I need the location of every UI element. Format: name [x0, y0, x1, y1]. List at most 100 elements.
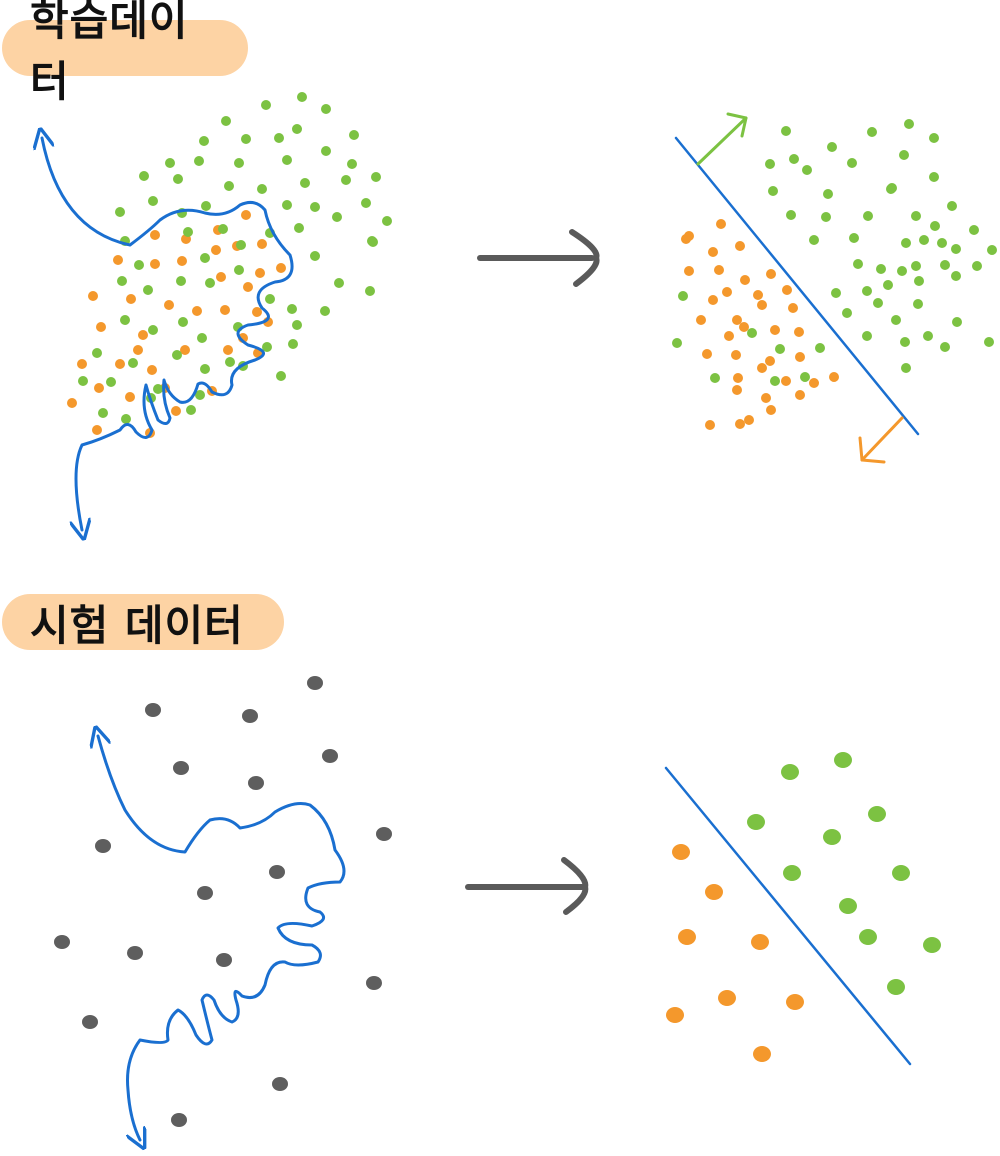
green-point — [225, 357, 235, 367]
green-point — [914, 276, 924, 286]
green-point — [876, 264, 886, 274]
green-point — [901, 238, 911, 248]
orange-point — [177, 256, 187, 266]
orange-point — [740, 275, 750, 285]
green-point — [821, 212, 831, 222]
green-point — [947, 201, 957, 211]
linear-boundary-line-test — [664, 766, 912, 1066]
green-point — [276, 371, 286, 381]
green-point — [128, 358, 138, 368]
green-point — [940, 342, 950, 352]
green-point — [951, 271, 961, 281]
green-point — [361, 198, 371, 208]
green-point — [987, 245, 997, 255]
orange-point — [220, 305, 230, 315]
green-point — [199, 136, 209, 146]
green-point — [120, 315, 130, 325]
gray-point — [272, 1077, 288, 1091]
test-linear-green-points — [747, 752, 941, 995]
green-point — [143, 285, 153, 295]
green-point — [849, 233, 859, 243]
orange-point — [794, 327, 804, 337]
orange-point — [94, 383, 104, 393]
green-point — [897, 266, 907, 276]
orange-point — [829, 372, 839, 382]
orange-point — [744, 415, 754, 425]
gray-point — [242, 709, 258, 723]
green-point — [883, 280, 893, 290]
test-data-label-text: 시험 데이터 — [30, 600, 244, 650]
green-point — [310, 251, 320, 261]
orange-point — [702, 349, 712, 359]
gray-point — [145, 703, 161, 717]
green-point — [121, 414, 131, 424]
gray-point — [248, 776, 264, 790]
green-point — [783, 865, 801, 881]
green-point — [809, 235, 819, 245]
green-point — [176, 276, 186, 286]
gray-point — [95, 839, 111, 853]
overfit-boundary-curve-test — [98, 736, 346, 1140]
green-point — [148, 325, 158, 335]
green-point — [768, 186, 778, 196]
green-point — [200, 364, 210, 374]
green-point — [802, 165, 812, 175]
green-point — [106, 377, 116, 387]
green-point — [775, 344, 785, 354]
training-arrow — [477, 229, 600, 287]
green-point — [873, 298, 883, 308]
green-point — [923, 937, 941, 953]
green-point — [827, 142, 837, 152]
green-point — [868, 806, 886, 822]
green-point — [710, 373, 720, 383]
green-point — [862, 331, 872, 341]
orange-point — [211, 245, 221, 255]
test-linear-orange-points — [666, 844, 804, 1062]
orange-point — [171, 406, 181, 416]
orange-point — [150, 259, 160, 269]
green-point — [900, 337, 910, 347]
green-point — [221, 116, 231, 126]
green-point — [197, 333, 207, 343]
green-point — [940, 260, 950, 270]
orange-point — [96, 322, 106, 332]
orange-point — [716, 219, 726, 229]
training-green-points — [78, 92, 392, 424]
orange-point — [718, 990, 736, 1006]
green-point — [172, 350, 182, 360]
green-point — [747, 814, 765, 830]
green-point — [913, 299, 923, 309]
gray-point — [366, 976, 382, 990]
green-point — [929, 133, 939, 143]
green-point — [781, 764, 799, 780]
gray-point — [197, 886, 213, 900]
orange-point — [223, 345, 233, 355]
green-point — [134, 260, 144, 270]
gray-point — [171, 1113, 187, 1127]
orange-point — [77, 359, 87, 369]
green-point — [839, 898, 857, 914]
training-data-label: 학습데이터 — [2, 0, 248, 106]
green-point — [365, 286, 375, 296]
green-point — [292, 124, 302, 134]
orange-point — [113, 255, 123, 265]
orange-point — [795, 390, 805, 400]
orange-point — [739, 322, 749, 332]
green-point — [300, 178, 310, 188]
orange-point — [666, 1007, 684, 1023]
orange-point — [180, 345, 190, 355]
green-point — [867, 127, 877, 137]
test-data-label: 시험 데이터 — [2, 594, 284, 650]
orange-point — [150, 230, 160, 240]
green-point — [334, 278, 344, 288]
green-point — [173, 174, 183, 184]
green-point — [972, 261, 982, 271]
green-point — [257, 184, 267, 194]
orange-point — [735, 241, 745, 251]
orange-point — [724, 331, 734, 341]
green-point — [288, 339, 298, 349]
orange-point — [243, 282, 253, 292]
linear-boundary-line-train — [674, 136, 920, 436]
orange-point — [252, 307, 262, 317]
training-data-label-text: 학습데이터 — [30, 0, 189, 106]
